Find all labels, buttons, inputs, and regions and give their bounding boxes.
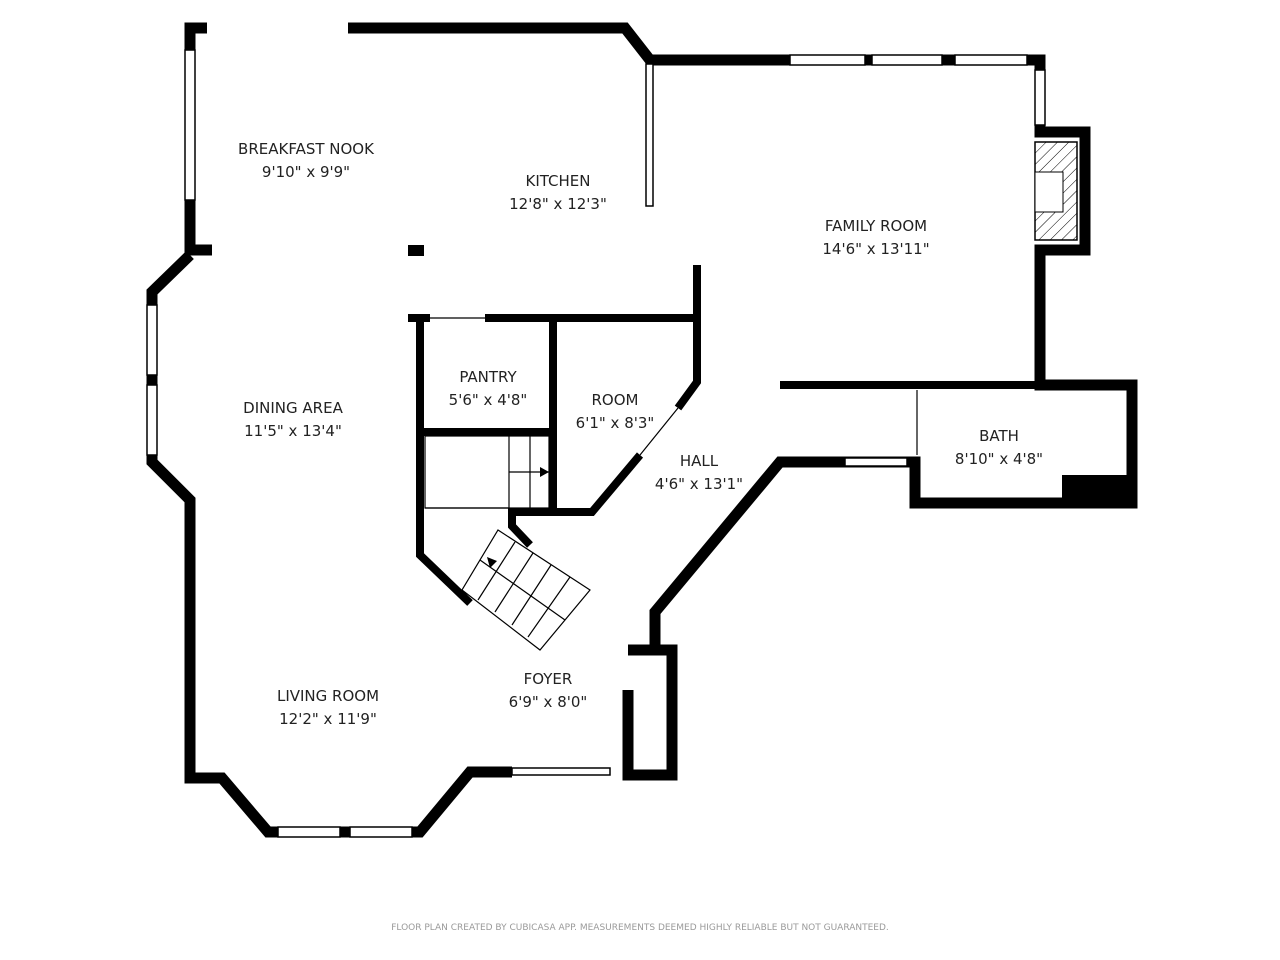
room-size: 6'9" x 8'0"	[509, 693, 588, 711]
room-name: BREAKFAST NOOK	[238, 140, 375, 158]
room-name: FAMILY ROOM	[825, 217, 927, 235]
room-size: 8'10" x 4'8"	[955, 450, 1043, 468]
room-name: FOYER	[524, 670, 573, 688]
room-name: KITCHEN	[526, 172, 591, 190]
room-size: 12'2" x 11'9"	[279, 710, 377, 728]
room-name: LIVING ROOM	[277, 687, 379, 705]
room-size: 4'6" x 13'1"	[655, 475, 743, 493]
room-labels: BREAKFAST NOOK 9'10" x 9'9" KITCHEN 12'8…	[238, 140, 1043, 728]
walls	[146, 22, 1138, 838]
stairs	[424, 435, 591, 651]
footer-disclaimer: FLOOR PLAN CREATED BY CUBICASA APP. MEAS…	[391, 923, 889, 933]
windows[interactable]	[146, 27, 1046, 838]
room-size: 11'5" x 13'4"	[244, 422, 342, 440]
room-name: ROOM	[592, 391, 639, 409]
room-size: 12'8" x 12'3"	[509, 195, 607, 213]
room-size: 14'6" x 13'11"	[822, 240, 929, 258]
room-size: 6'1" x 8'3"	[576, 414, 655, 432]
room-size: 5'6" x 4'8"	[449, 391, 528, 409]
room-name: DINING AREA	[243, 399, 343, 417]
room-size: 9'10" x 9'9"	[262, 163, 350, 181]
room-name: HALL	[680, 452, 719, 470]
room-name: PANTRY	[459, 368, 517, 386]
room-name: BATH	[979, 427, 1019, 445]
